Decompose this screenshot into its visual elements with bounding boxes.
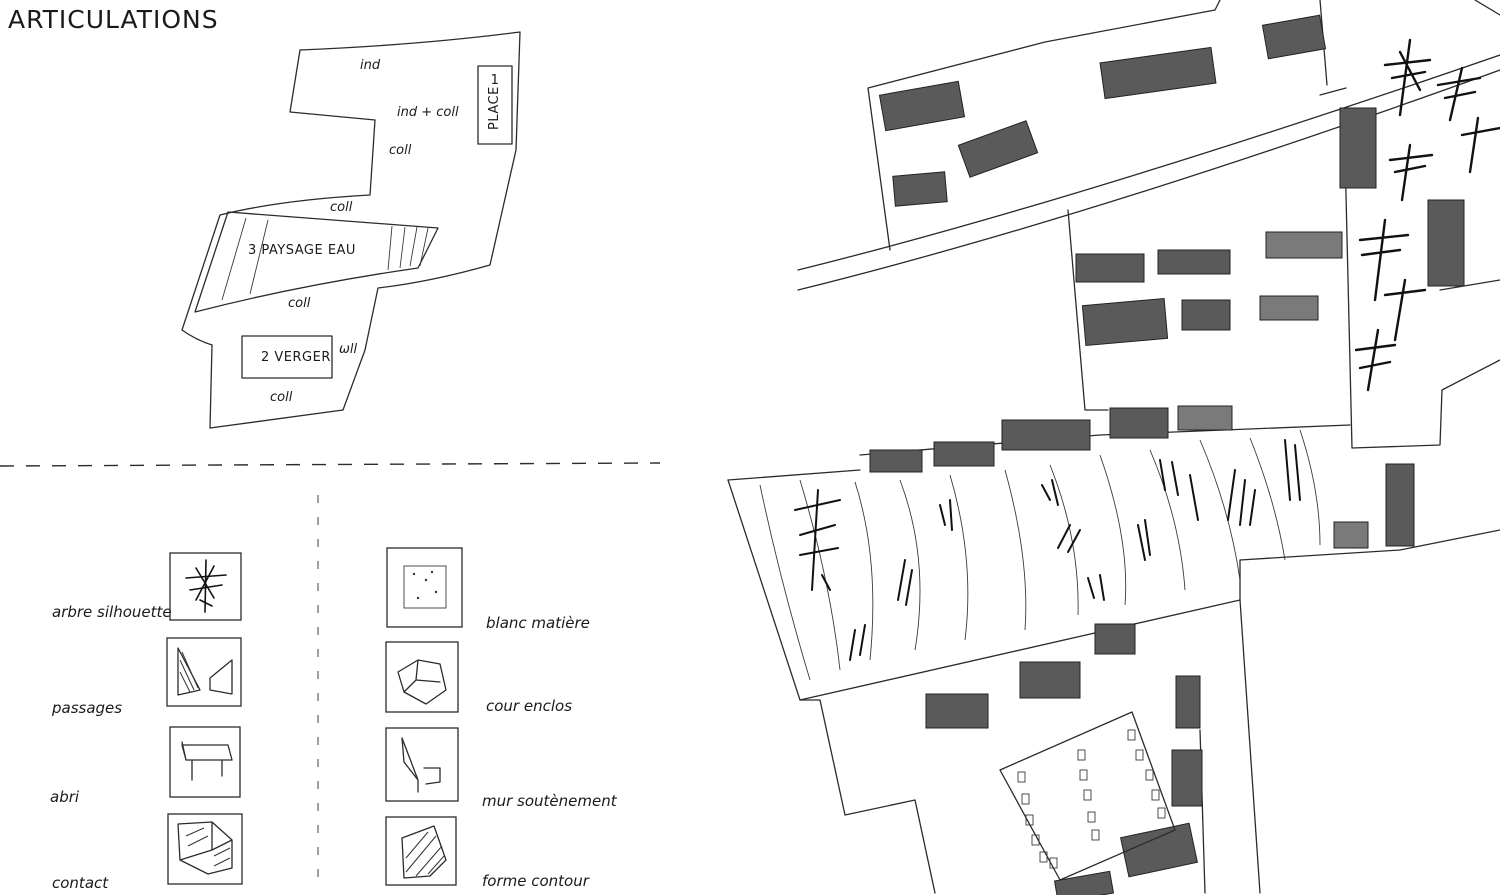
legend-label: contact [52,874,109,892]
matter-dots [412,570,438,600]
contour-shape-icon [401,825,447,879]
road [797,0,1500,291]
legend-label: cour enclos [486,697,572,715]
legend-label: abri [50,788,80,806]
small-units [1017,729,1166,869]
legend-label: mur soutènement [482,792,618,810]
place-number: 1 [491,73,500,88]
legend-label: blanc matière [486,614,590,632]
vegetation-marks [794,439,1301,661]
page-title: ARTICULATIONS [8,5,219,34]
zone-ind-coll: ind + coll [397,105,459,120]
legend-icon-forme [385,816,457,886]
zone-paysage-eau: 3 PAYSAGE EAU [248,243,356,258]
legend-icon-abri [169,726,241,798]
building-blocks [869,14,1465,895]
zone-coll: coll [389,143,412,158]
wall-icon [401,737,441,793]
contact-icon [177,821,233,875]
court-enclosure [999,711,1176,881]
zone-ind: ind [360,58,381,73]
passage-left-icon [177,647,201,696]
site-outline [181,31,521,429]
courtyard-icon [397,659,447,705]
legend-icon-mur [385,727,459,802]
field-rows [759,429,1321,681]
place-box [477,65,513,145]
legend-label: arbre silhouette [52,603,172,621]
site-sketch [727,0,1500,895]
verger-box [241,335,333,379]
site-plan-diagram: 1 PLACE ind ind + coll coll coll 3 PAYSA… [181,31,521,429]
tree-silhouette-icon [185,559,227,613]
horizontal-divider [0,462,661,467]
zone-coll: coll [270,390,293,405]
zone-coll: ωll [339,342,357,357]
place-label: PLACE [487,86,502,130]
legend-icon-cour [385,641,459,713]
legend-label: forme contour [482,872,590,890]
legend-left: arbre silhouette passages abri contact [50,552,243,892]
legend-label: passages [51,699,122,717]
shelter-icon [181,741,233,781]
tree-icons [1354,38,1500,392]
zone-coll: coll [330,200,353,215]
legend-right: blanc matière cour enclos mur soutènemen… [385,547,618,890]
legend-icon-blanc [386,547,463,628]
zone-verger: 2 VERGER [261,350,331,365]
paysage-band [194,211,439,313]
passage-right-icon [209,659,233,695]
zone-coll: coll [288,296,311,311]
paysage-stripes [221,217,429,301]
